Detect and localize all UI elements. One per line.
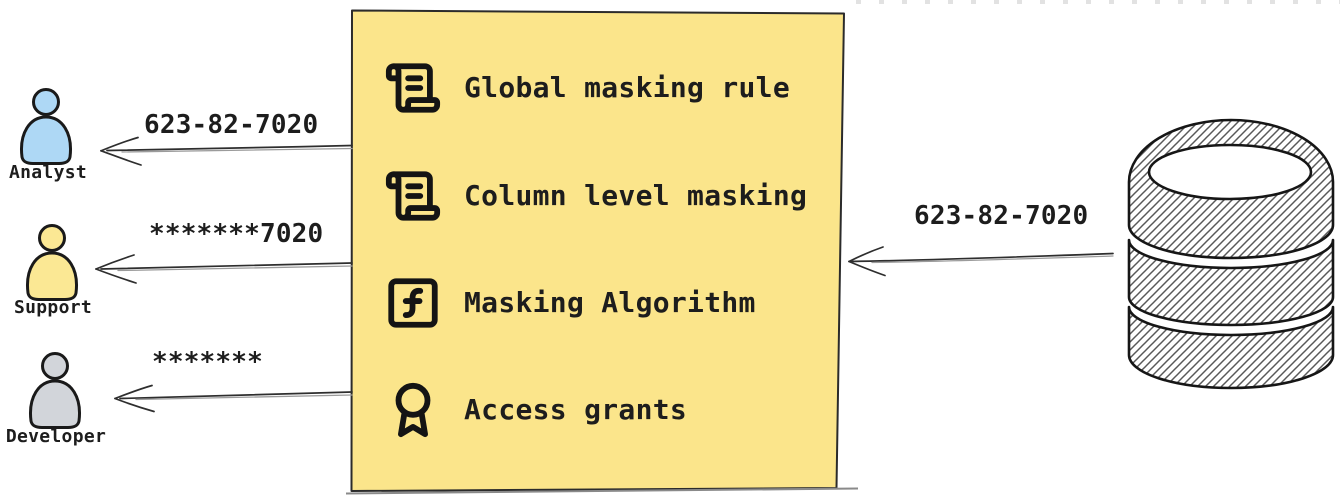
actor-label-analyst: Analyst (9, 162, 87, 183)
masking-box-item-label: Masking Algorithm (464, 286, 756, 319)
actor-label-support: Support (14, 297, 92, 318)
masking-box (345, 9, 859, 495)
database-icon (1127, 118, 1335, 390)
arrow-value-developer: ******* (152, 347, 263, 377)
masking-box-item-label: Access grants (464, 393, 688, 426)
support-person-icon (26, 224, 78, 301)
arrow-to-developer (114, 384, 353, 413)
masking-box-item-label: Global masking rule (464, 71, 790, 104)
masking-box-sketch-underline (345, 487, 859, 495)
arrow-value-database: 623-82-7020 (914, 201, 1089, 231)
arrow-database-to-box (848, 246, 1114, 277)
scroll-text-icon (385, 63, 441, 113)
masking-box-item-algorithm: Masking Algorithm (384, 274, 834, 332)
masking-box-item-access-grants: Access grants (384, 381, 834, 439)
actor-label-developer: Developer (5, 426, 107, 447)
arrow-to-analyst (100, 136, 353, 166)
masking-box-item-column-masking: Column level masking (384, 167, 834, 225)
analyst-person-icon (20, 88, 72, 165)
masking-box-item-global-rule: Global masking rule (384, 59, 834, 117)
arrow-value-support: *******7020 (149, 219, 324, 249)
masking-box-item-label: Column level masking (464, 179, 808, 212)
function-square-icon (388, 278, 438, 328)
arrow-to-support (95, 254, 353, 284)
developer-person-icon (29, 352, 81, 429)
award-icon (395, 382, 431, 438)
arrows (95, 136, 1114, 413)
arrow-value-analyst: 623-82-7020 (144, 110, 319, 140)
scroll-text-icon (385, 171, 441, 221)
